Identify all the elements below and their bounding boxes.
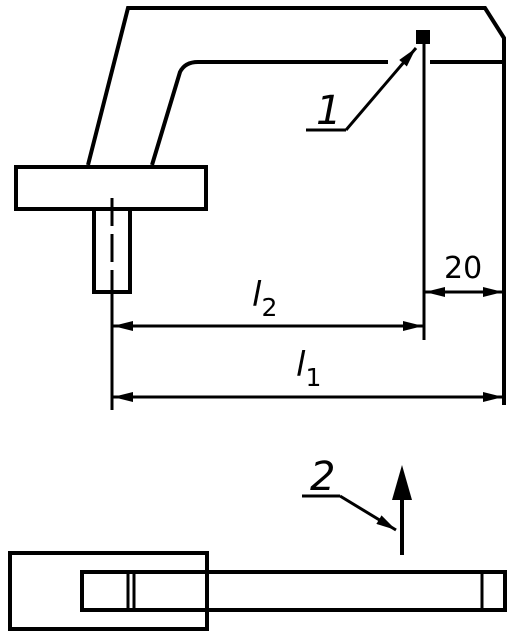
plan-base-block xyxy=(8,551,209,631)
callout-2-number: 2 xyxy=(310,454,335,500)
dimension-label-20: 20 xyxy=(444,251,482,286)
dimension-label-l1: l1 xyxy=(296,345,321,392)
side-view: l2 l1 20 1 xyxy=(14,6,506,410)
callout-1-leader xyxy=(344,47,418,131)
callout-1-number: 1 xyxy=(316,88,341,134)
direction-arrow-head xyxy=(392,465,412,500)
plan-view: 2 xyxy=(8,454,507,631)
plan-arm xyxy=(80,570,507,612)
arm-outer-outline xyxy=(86,6,506,405)
arm-inner-outline xyxy=(150,60,388,166)
callout-2-leader xyxy=(339,494,397,532)
dimension-label-l2: l2 xyxy=(252,275,277,322)
sensor-point-square xyxy=(416,30,430,44)
